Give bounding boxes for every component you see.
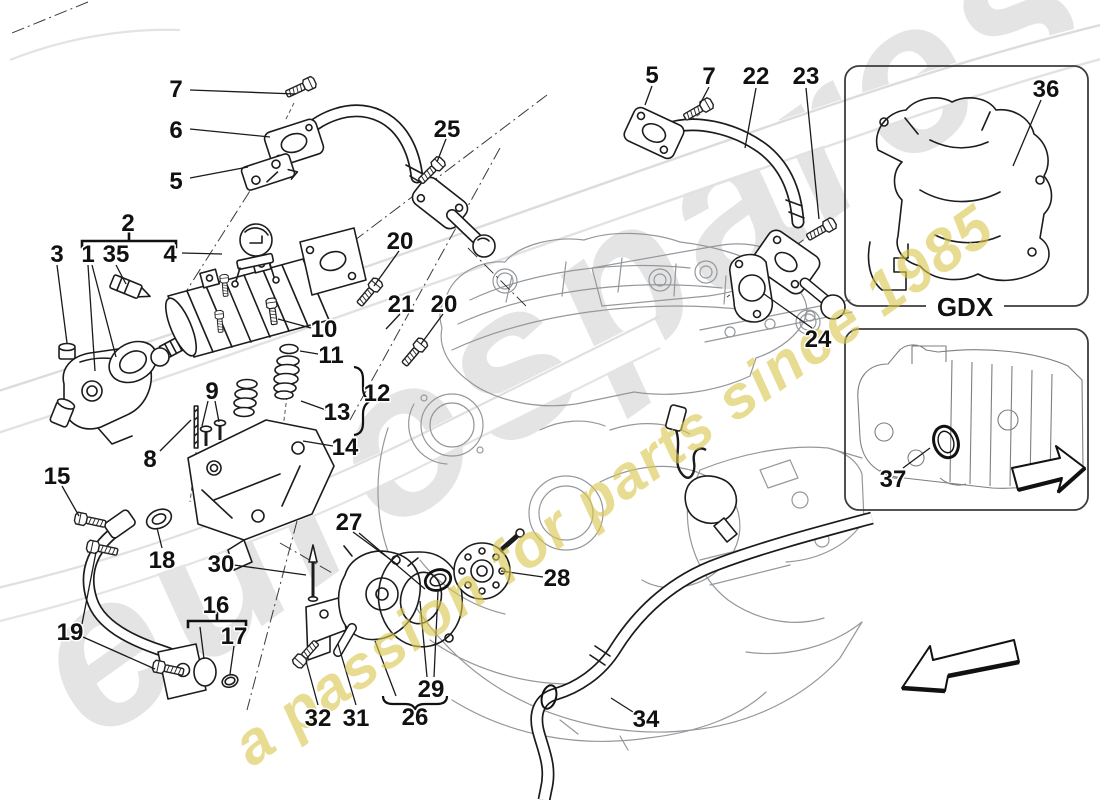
part-number-callout-17: 17: [221, 623, 248, 650]
part-number-callout-22: 22: [743, 63, 770, 90]
part-number-callout-16: 16: [203, 592, 230, 619]
pipe-gasket-drawing: [145, 508, 173, 530]
part-number-callout-29: 29: [418, 676, 445, 703]
mounting-bracket-drawing: [187, 419, 335, 571]
vapour-hose-drawing: [530, 511, 874, 800]
inset-box-gdx: GDX: [844, 65, 1089, 322]
part-number-callout-24: 24: [805, 326, 832, 353]
part-number-callout-11: 11: [318, 342, 343, 369]
water-pump-drawing: [333, 545, 463, 657]
part-number-callout-7: 7: [702, 63, 715, 90]
oil-vapour-parts-drawing: [49, 75, 874, 800]
part-number-callout-18: 18: [149, 547, 176, 574]
group-brackets: [80, 229, 449, 711]
part-number-callout-30: 30: [208, 551, 235, 578]
part-number-callout-25: 25: [434, 116, 461, 143]
part-number-callout-31: 31: [343, 705, 370, 732]
studs-washers-drawing: [193, 405, 227, 449]
direction-arrow-main: [901, 639, 1020, 694]
part-number-callout-36: 36: [1033, 76, 1060, 103]
leader-lines: [56, 85, 1042, 713]
part-number-callout-3: 3: [50, 241, 63, 268]
part-number-callout-14: 14: [332, 434, 359, 461]
cap-nut-drawing: [58, 342, 76, 360]
part-number-callout-1: 1: [81, 241, 94, 268]
egr-actuator-drawing: [231, 223, 280, 288]
cylinder-block-drawing: [857, 344, 1084, 489]
part-number-callout-35: 35: [103, 241, 130, 268]
part-number-callout-28: 28: [544, 565, 571, 592]
part-number-callout-5: 5: [645, 62, 658, 89]
upper-pipe-drawing: [290, 104, 496, 258]
part-number-callout-15: 15: [44, 463, 71, 490]
bellows-drawing: [233, 343, 300, 418]
part-number-callout-12: 12: [364, 380, 391, 407]
part-number-callout-23: 23: [793, 63, 820, 90]
part-number-callout-26: 26: [402, 704, 429, 731]
temperature-sensor-drawing: [109, 274, 151, 299]
part-number-callout-19: 19: [57, 619, 84, 646]
o-ring-37-drawing: [932, 424, 960, 460]
part-number-callout-13: 13: [324, 399, 351, 426]
part-number-callout-27: 27: [336, 509, 363, 536]
part-number-callout-2: 2: [121, 210, 134, 237]
part-number-callout-6: 6: [169, 117, 182, 144]
outlet-pipe-drawing: [623, 106, 846, 323]
part-number-callout-20: 20: [431, 291, 458, 318]
heat-shield-drawing: [867, 97, 1053, 291]
inset-gdx-label: GDX: [937, 292, 994, 322]
egr-valve-drawing: [49, 327, 201, 445]
part-number-callout-9: 9: [205, 378, 218, 405]
part-number-callout-10: 10: [311, 316, 338, 343]
egr-cooler-drawing: [164, 227, 367, 358]
part-number-callout-37: 37: [880, 466, 907, 493]
sensor-cable-drawing: [665, 404, 738, 543]
part-number-callout-5: 5: [169, 168, 182, 195]
part-number-callout-20: 20: [387, 228, 414, 255]
part-number-callout-34: 34: [633, 706, 660, 733]
part-number-callout-8: 8: [143, 446, 156, 473]
part-number-callout-21: 21: [388, 291, 415, 318]
part-number-callout-7: 7: [169, 76, 182, 103]
inset-box-block: [844, 328, 1089, 511]
direction-arrow-inset: [1011, 445, 1087, 494]
pipe-clamp-drawing: [240, 153, 299, 191]
part-number-callout-4: 4: [163, 241, 177, 268]
part-number-callout-32: 32: [305, 705, 332, 732]
